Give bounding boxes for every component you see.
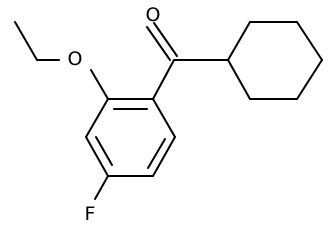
bond bbox=[14, 21, 38, 61]
bond bbox=[85, 98, 109, 138]
bond bbox=[152, 98, 176, 138]
aromatic-inner-line bbox=[147, 138, 166, 169]
fluorine-label: F bbox=[85, 203, 96, 225]
carbonyl-oxygen-label: O bbox=[146, 4, 161, 26]
bond bbox=[90, 69, 109, 100]
bond bbox=[227, 21, 251, 61]
ethoxy-group bbox=[14, 21, 109, 100]
ether-oxygen-label: O bbox=[68, 48, 83, 70]
bond bbox=[85, 136, 109, 177]
aromatic-inner-line bbox=[95, 136, 113, 166]
bond bbox=[227, 59, 251, 100]
benzene-ring bbox=[85, 98, 176, 177]
bond bbox=[152, 59, 175, 100]
double-bond-line bbox=[146, 26, 171, 61]
bond bbox=[152, 136, 176, 177]
double-bond-line bbox=[153, 22, 178, 57]
cyclohexyl-ring bbox=[227, 21, 323, 100]
bond bbox=[296, 21, 323, 61]
fluorine-bond bbox=[94, 175, 109, 200]
bond bbox=[296, 59, 323, 100]
carbonyl-group bbox=[146, 22, 229, 100]
